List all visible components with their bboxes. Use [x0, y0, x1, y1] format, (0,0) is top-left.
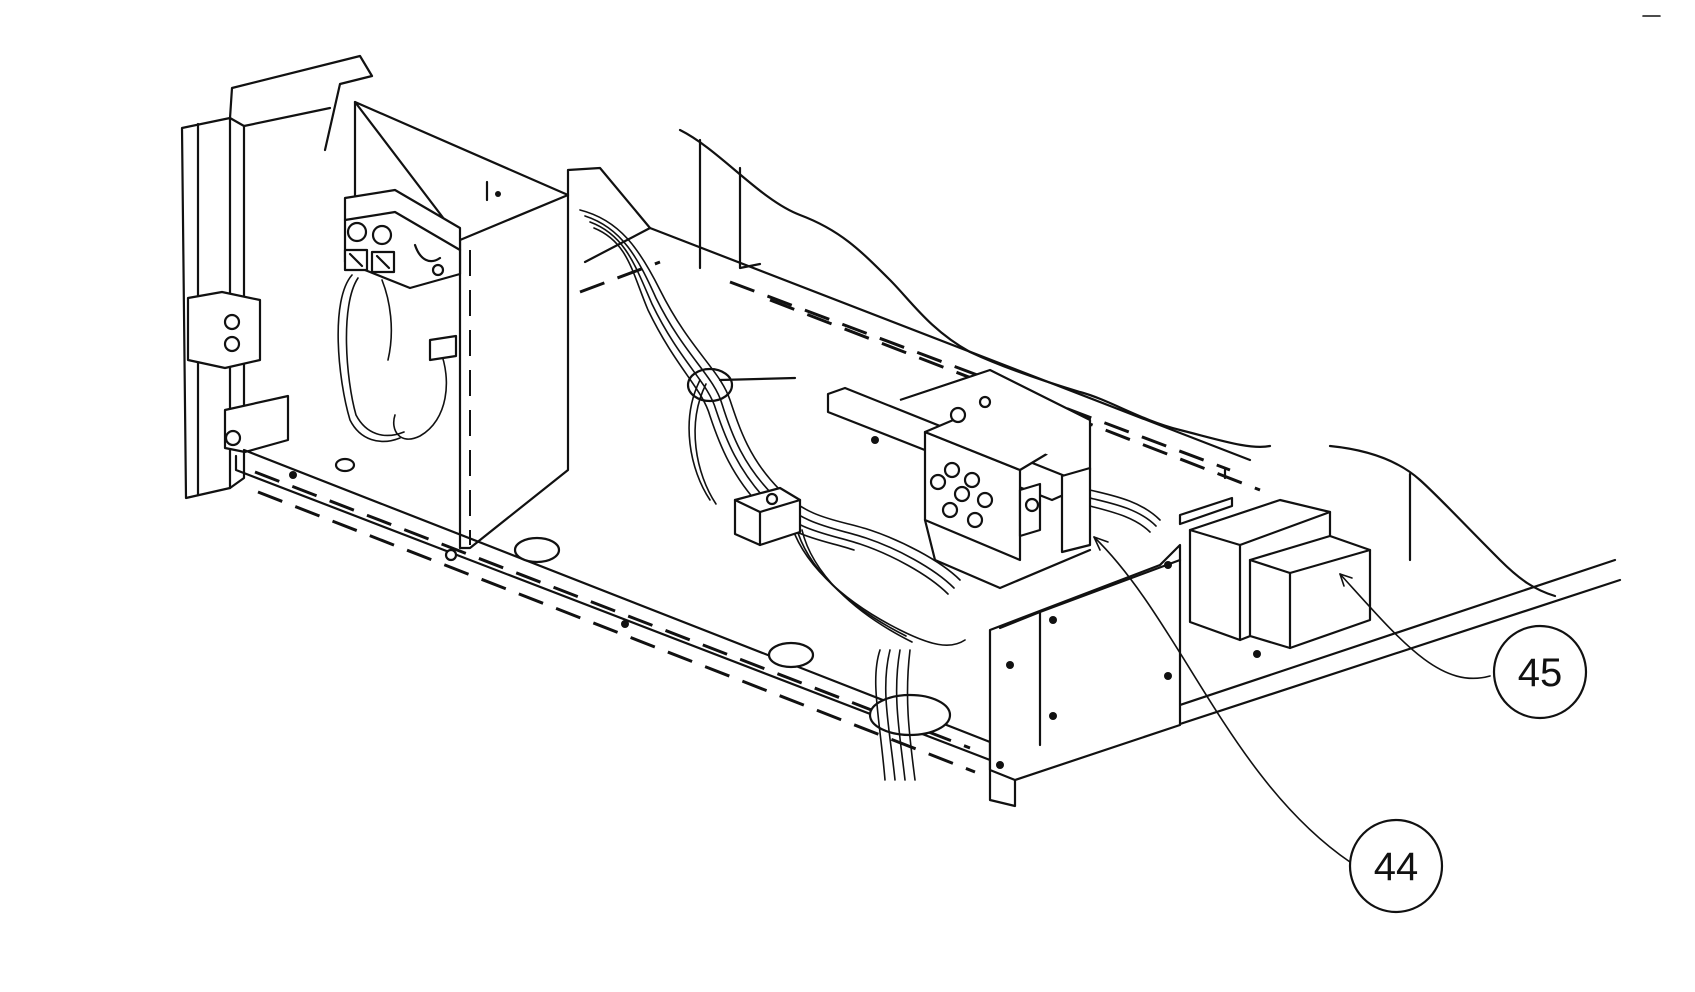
- callout-44-label: 44: [1374, 845, 1419, 889]
- callout-45: 45: [1492, 624, 1588, 720]
- callout-44: 44: [1348, 818, 1444, 914]
- left-end-panel: [180, 54, 374, 500]
- wire-harness: [579, 209, 1161, 781]
- left-enclosure: [337, 100, 570, 550]
- callout-45-label: 45: [1518, 651, 1563, 695]
- chassis-base: [234, 128, 1622, 808]
- callout-leaders: [1093, 536, 1491, 863]
- transformer-block: [1178, 496, 1372, 650]
- right-front-panel: [988, 543, 1182, 782]
- middle-components: [826, 368, 1092, 590]
